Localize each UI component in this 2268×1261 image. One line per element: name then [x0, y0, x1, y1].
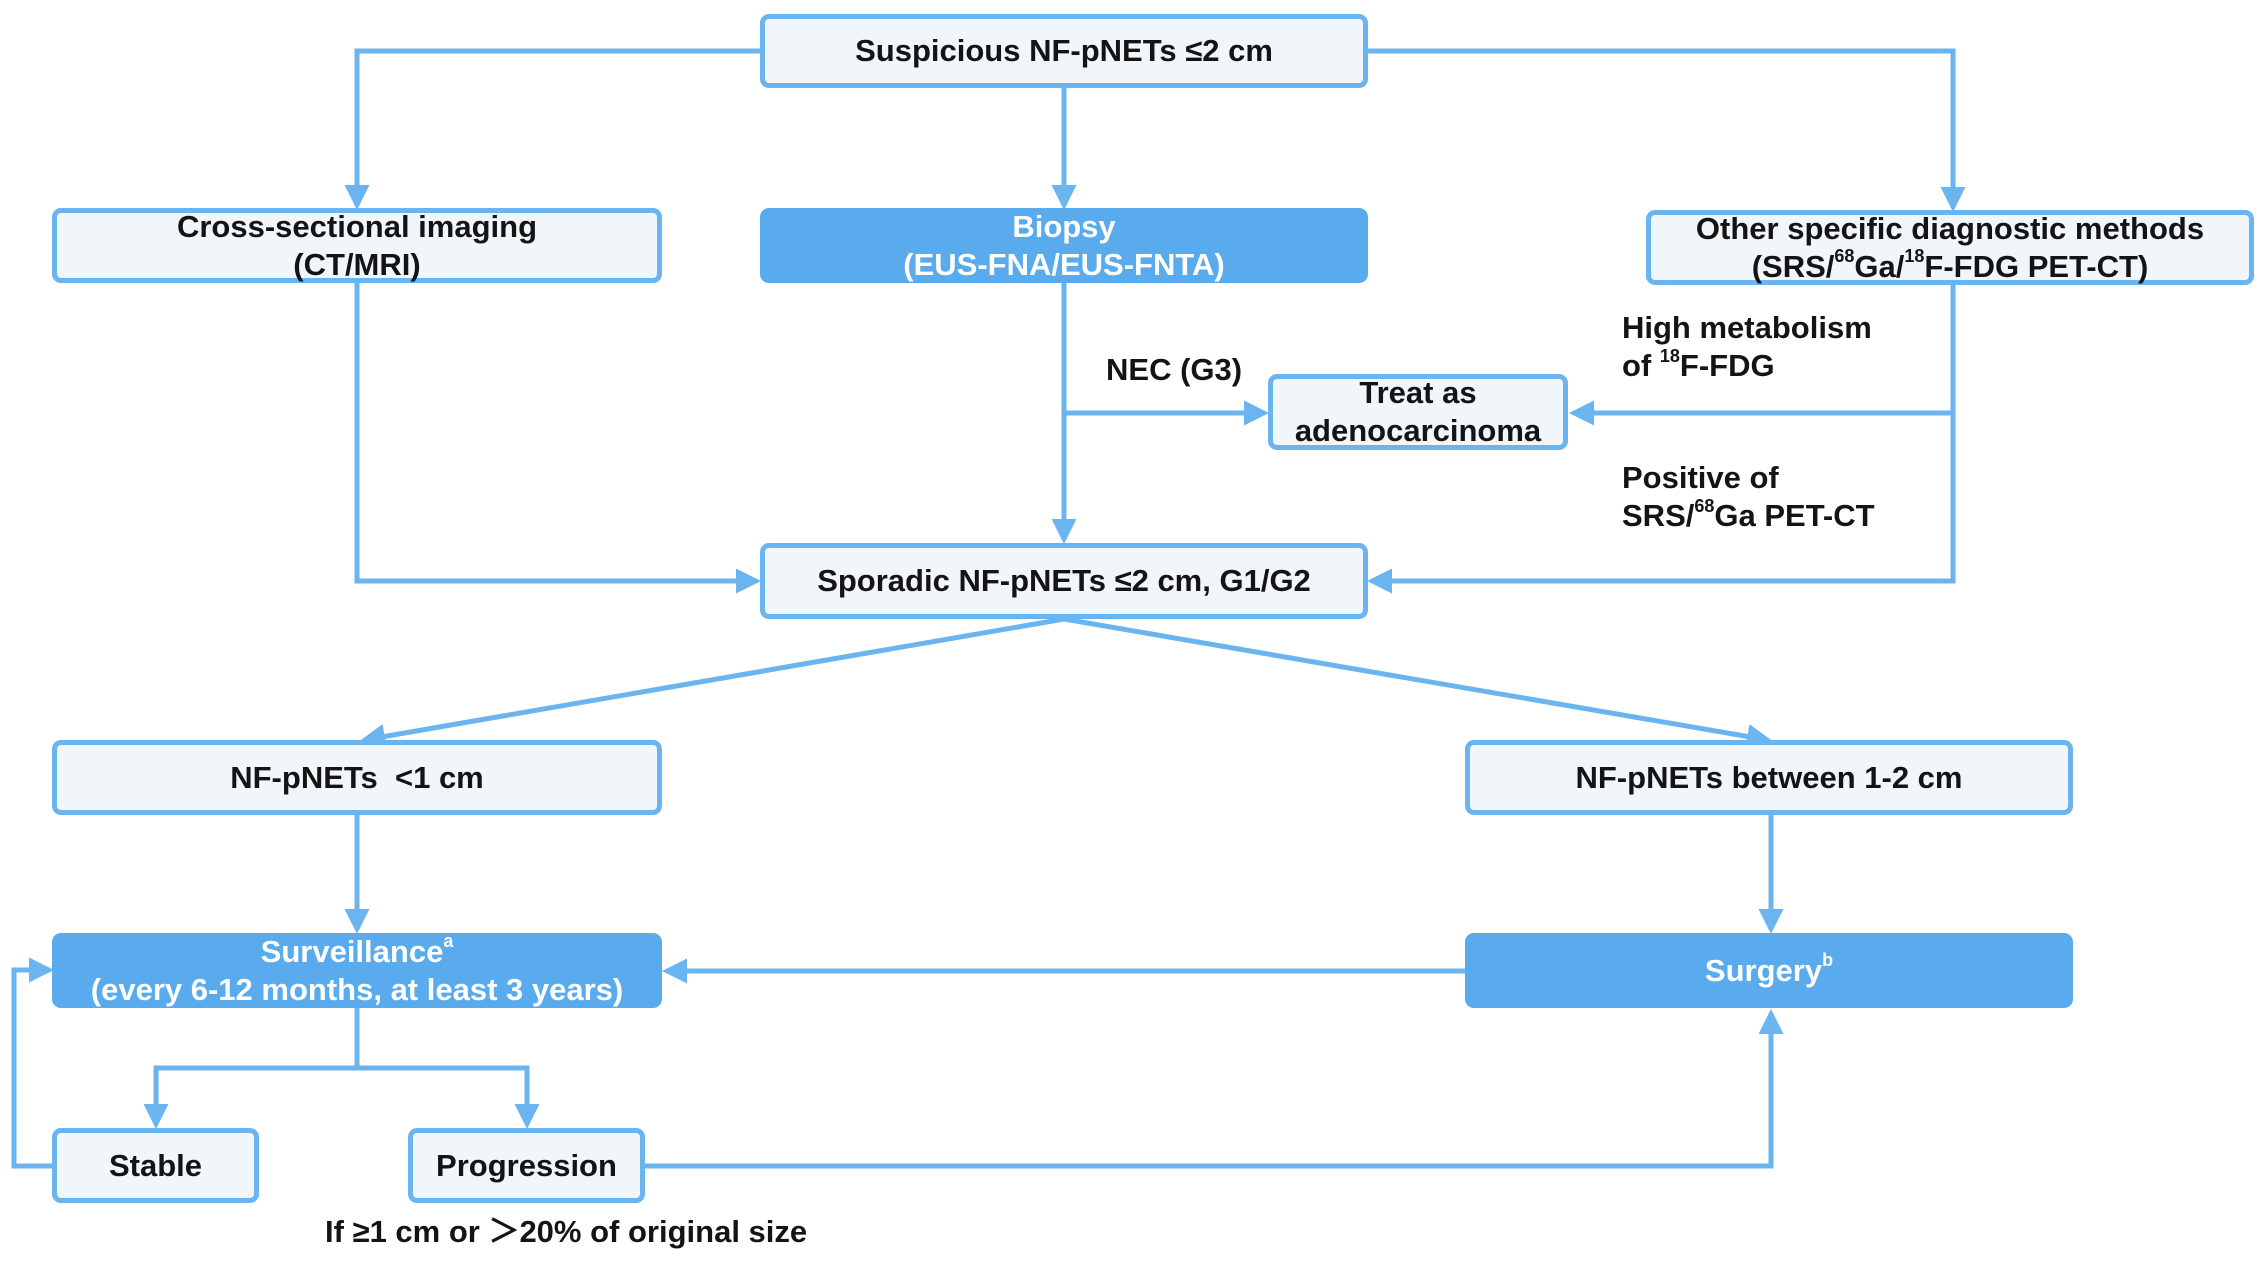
node-imaging-line1: Cross-sectional imaging — [176, 208, 538, 244]
edge-sporadic-to-small — [360, 616, 1065, 749]
node-stable-label: Stable — [108, 1147, 203, 1183]
edge-surveillance-branch — [143, 1008, 360, 1130]
node-surveillance-line2: (every 6-12 months, at least 3 years) — [90, 971, 624, 1007]
edge-sporadic-to-medium — [1063, 616, 1772, 749]
node-surveillance: Surveillancea (every 6-12 months, at lea… — [52, 931, 662, 1008]
node-biopsy: Biopsy (EUS-FNA/EUS-FNTA) — [760, 208, 1368, 283]
node-sporadic-label: Sporadic NF-pNETs ≤2 cm, G1/G2 — [817, 563, 1311, 598]
edge-label-high-metabolism: High metabolism of 18F-FDG — [1622, 310, 1872, 383]
node-adeno-line2: adenocarcinoma — [1294, 413, 1542, 448]
edge-suspicious-to-imaging — [344, 48, 760, 211]
edge-other-to-sporadic — [1366, 285, 1956, 594]
node-other: Other specific diagnostic methods (SRS/6… — [1646, 210, 2254, 285]
node-biopsy-line2: (EUS-FNA/EUS-FNTA) — [903, 246, 1225, 282]
node-biopsy-line1: Biopsy — [1012, 208, 1116, 244]
edge-imaging-to-sporadic — [354, 283, 762, 594]
node-sporadic: Sporadic NF-pNETs ≤2 cm, G1/G2 — [760, 543, 1368, 619]
node-progression-label: Progression — [436, 1147, 617, 1183]
node-adeno-line1: Treat as — [1359, 375, 1477, 410]
edge-label-positive: Positive of SRS/68Ga PET-CT — [1622, 460, 1875, 533]
node-imaging-line2: (CT/MRI) — [293, 246, 421, 282]
node-surveillance-line1: Surveillancea — [260, 931, 454, 969]
node-stable: Stable — [52, 1128, 259, 1203]
node-other-line2: (SRS/68Ga/18F-FDG PET-CT) — [1751, 246, 2149, 284]
edge-label-progression-criteria: If ≥1 cm or ＞20% of original size — [325, 1214, 808, 1249]
edge-suspicious-to-other — [1368, 48, 1966, 213]
edge-stable-to-surveillance — [11, 957, 55, 1169]
edge-label-nec: NEC (G3) — [1106, 352, 1243, 387]
edge-surveillance-to-progression — [357, 1065, 540, 1130]
node-progression: Progression — [408, 1128, 645, 1203]
node-surgery: Surgeryb — [1465, 933, 2073, 1008]
node-surgery-label: Surgeryb — [1704, 950, 1834, 988]
node-small-label: NF-pNETs <1 cm — [230, 759, 484, 795]
node-imaging: Cross-sectional imaging (CT/MRI) — [52, 208, 662, 283]
node-medium-label: NF-pNETs between 1-2 cm — [1575, 759, 1963, 795]
node-other-line1: Other specific diagnostic methods — [1695, 210, 2205, 246]
edge-progression-to-surgery — [643, 1008, 1784, 1169]
node-small: NF-pNETs <1 cm — [52, 740, 662, 815]
node-adeno: Treat as adenocarcinoma — [1268, 374, 1568, 450]
node-suspicious: Suspicious NF-pNETs ≤2 cm — [760, 14, 1368, 88]
node-suspicious-label: Suspicious NF-pNETs ≤2 cm — [855, 33, 1273, 68]
node-medium: NF-pNETs between 1-2 cm — [1465, 740, 2073, 815]
